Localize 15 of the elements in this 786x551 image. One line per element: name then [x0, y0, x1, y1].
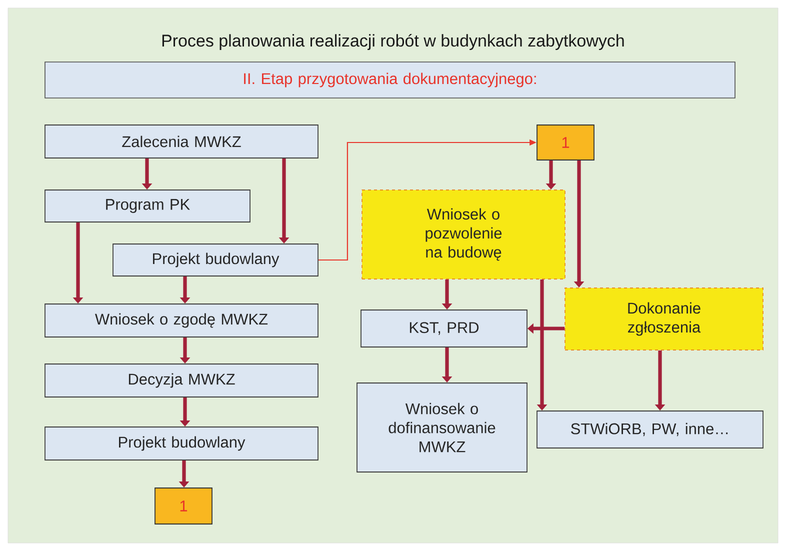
- connector-box: 1: [154, 488, 212, 524]
- process-box: Zalecenia MWKZ: [44, 124, 318, 158]
- process-box: Program PK: [44, 190, 250, 222]
- option-box: Dokonanie zgłoszenia: [564, 288, 764, 350]
- diagram-title: Proces planowania realizacji robót w budynkach zabytkowych: [162, 34, 624, 50]
- connector-box: 1: [536, 124, 594, 160]
- process-box: Projekt budowlany: [112, 244, 318, 276]
- process-band: II. Etap przygotowania dokumentacyjnego:: [44, 62, 736, 98]
- process-box: Wniosek o dofinansowanie MWKZ: [356, 382, 528, 472]
- process-box: Wniosek o zgodę MWKZ: [44, 304, 318, 338]
- process-box: KST, PRD: [360, 310, 528, 348]
- process-box: Decyzja MWKZ: [44, 364, 318, 398]
- option-box: Wniosek o pozwolenie na budowę: [362, 190, 566, 280]
- process-box: Projekt budowlany: [44, 426, 318, 460]
- process-box: STWiORB, PW, inne…: [536, 410, 764, 448]
